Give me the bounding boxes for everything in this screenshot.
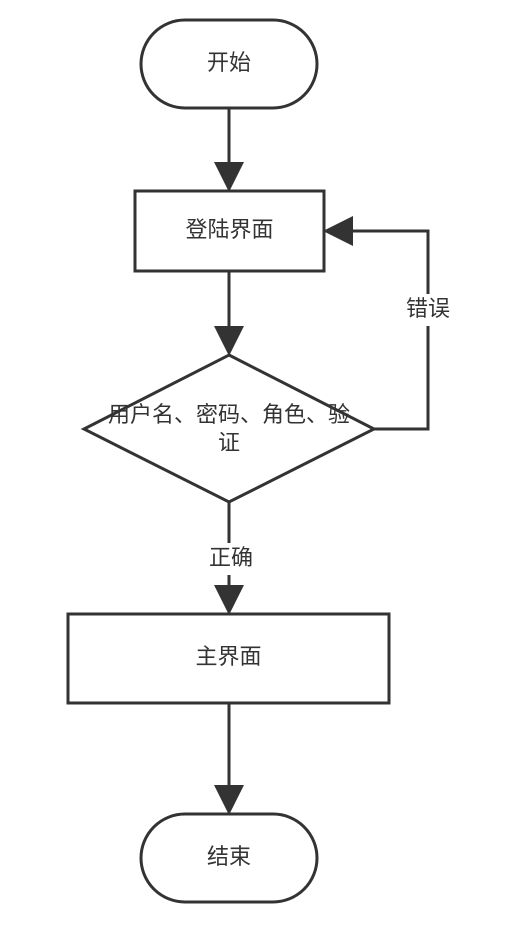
end-node-label: 结束 [206, 845, 251, 870]
login-node-shape [133, 189, 326, 273]
edge-check-error-to-login [323, 216, 430, 431]
edge-label-error: 错误 [401, 294, 455, 326]
start-node-label: 开始 [206, 51, 251, 76]
login-node-label: 登陆界面 [185, 218, 274, 243]
edge-label-correct: 正确 [204, 543, 258, 575]
main-node-label: 主界面 [195, 645, 262, 670]
check-node-label-line2: 证 [217, 431, 240, 456]
check-node-label-line1: 用户名、密码、角色、验 [107, 403, 350, 428]
